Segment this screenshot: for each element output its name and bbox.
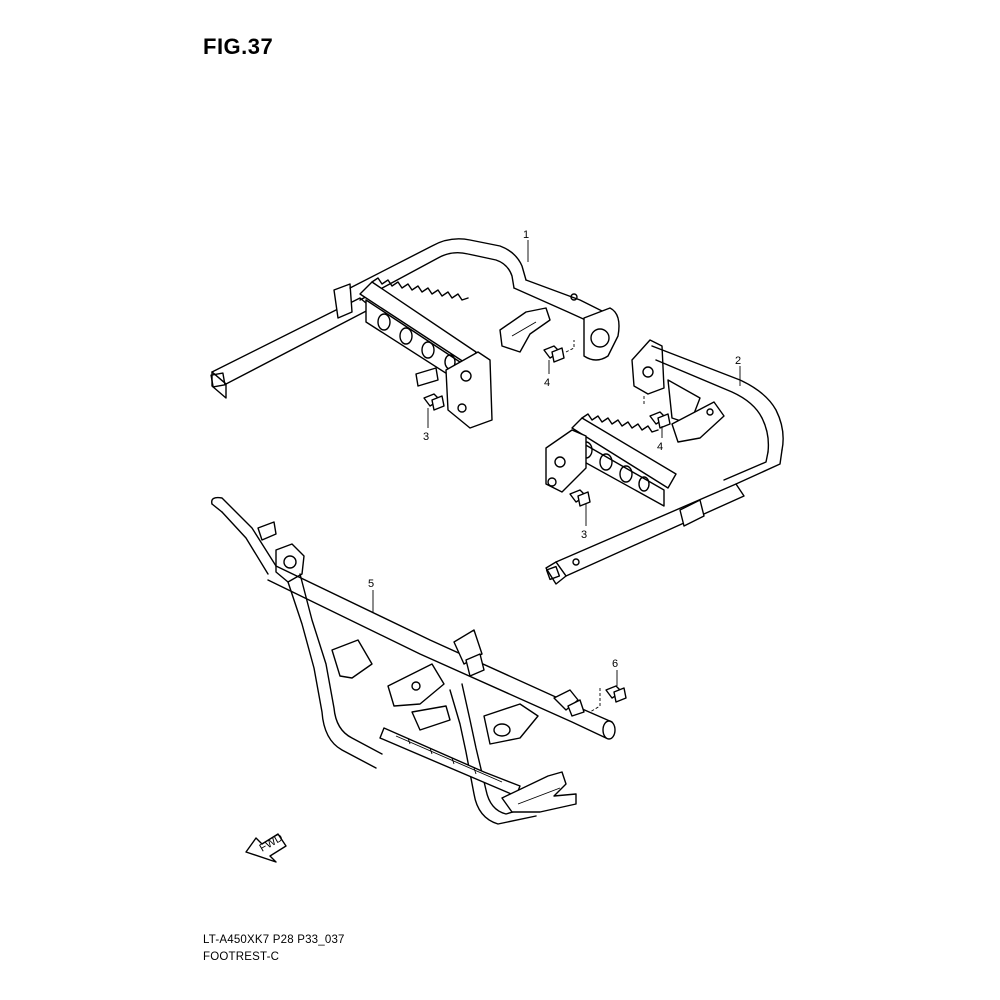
callout-number: 3 bbox=[581, 529, 587, 541]
diagram-code: LT-A450XK7 P28 P33_037 bbox=[203, 934, 345, 946]
callout-5: 5 bbox=[368, 578, 374, 612]
callout-1: 1 bbox=[523, 229, 529, 262]
part-2-footrest-bar-right bbox=[545, 339, 784, 585]
bolt-3-right bbox=[569, 489, 591, 507]
fwd-arrow-icon: FWD bbox=[245, 832, 287, 863]
bolt-4-right bbox=[643, 396, 671, 429]
part-5-front-frame bbox=[211, 496, 616, 825]
callout-2: 2 bbox=[735, 355, 741, 386]
callout-6: 6 bbox=[612, 658, 618, 686]
bolt-6 bbox=[589, 685, 627, 713]
callout-number: 3 bbox=[423, 431, 429, 443]
figure-title: FIG.37 bbox=[203, 34, 274, 59]
part-1-footrest-bar-left bbox=[210, 238, 620, 429]
bolt-4-left bbox=[543, 340, 575, 363]
bolt-3-left bbox=[423, 393, 445, 411]
callout-4-left: 4 bbox=[544, 360, 550, 389]
diagram-name: FOOTREST-C bbox=[203, 951, 280, 963]
callout-number: 5 bbox=[368, 578, 374, 590]
callout-number: 1 bbox=[523, 229, 529, 241]
callout-3-right: 3 bbox=[581, 504, 587, 541]
callout-4-right: 4 bbox=[657, 426, 663, 453]
callout-number: 4 bbox=[657, 441, 663, 453]
callout-number: 2 bbox=[735, 355, 741, 367]
callout-number: 4 bbox=[544, 377, 550, 389]
callout-number: 6 bbox=[612, 658, 618, 670]
callout-3-left: 3 bbox=[423, 408, 429, 443]
